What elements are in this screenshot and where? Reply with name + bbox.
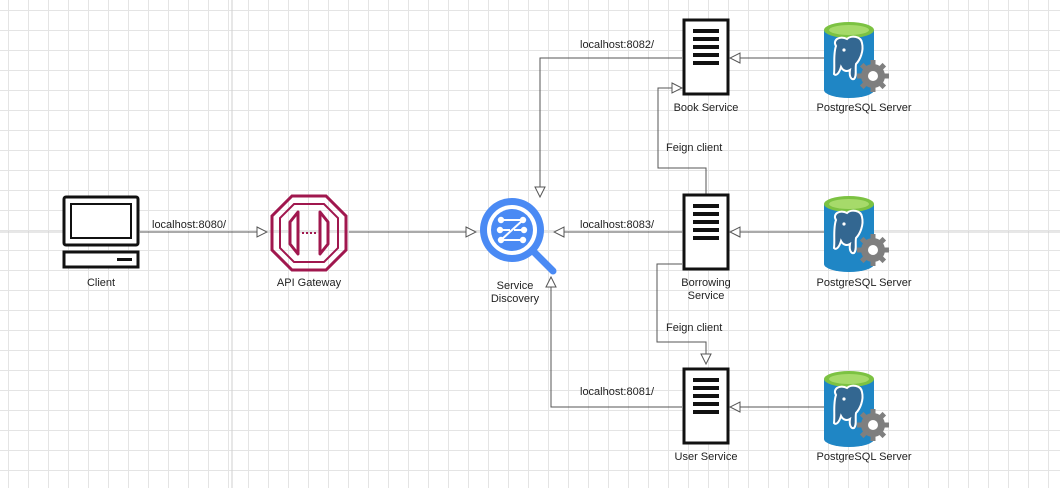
- postgresql-database-icon: [823, 21, 890, 99]
- postgres-borrowing-node[interactable]: PostgreSQL Server: [817, 195, 912, 289]
- server-rack-icon: [682, 367, 730, 445]
- user-service-node[interactable]: User Service: [675, 367, 738, 463]
- client-label: Client: [87, 277, 115, 289]
- edge-label-borrowing-discovery: localhost:8083/: [580, 219, 655, 231]
- service-discovery-node[interactable]: Service Discovery: [480, 198, 557, 305]
- computer-monitor-icon: [62, 195, 140, 269]
- edge-labels: localhost:8080/ localhost:8082/ localhos…: [152, 39, 722, 398]
- api-gateway-octagon-icon: [270, 194, 348, 272]
- postgresql-database-icon: [823, 195, 890, 273]
- postgres-borrowing-label: PostgreSQL Server: [817, 277, 912, 289]
- book-service-node[interactable]: Book Service: [674, 18, 739, 114]
- edge-borrowing-user: [656, 263, 706, 364]
- borrowing-service-node[interactable]: Borrowing Service: [681, 193, 731, 302]
- api-gateway-node[interactable]: API Gateway: [270, 194, 348, 289]
- postgres-book-label: PostgreSQL Server: [817, 102, 912, 114]
- book-service-label: Book Service: [674, 102, 739, 114]
- service-discovery-label-line1: Service: [497, 280, 534, 292]
- edge-user-discovery: [551, 277, 682, 408]
- edge-book-discovery: [540, 57, 682, 197]
- borrowing-service-label-line2: Service: [688, 290, 725, 302]
- service-discovery-label-line2: Discovery: [491, 293, 540, 305]
- borrowing-service-label-line1: Borrowing: [681, 277, 731, 289]
- client-node[interactable]: Client: [62, 195, 140, 289]
- edge-label-feign-user: Feign client: [666, 322, 722, 334]
- edge-label-client-gateway: localhost:8080/: [152, 219, 227, 231]
- server-rack-icon: [682, 193, 730, 271]
- edge-label-user-discovery: localhost:8081/: [580, 386, 655, 398]
- postgres-user-label: PostgreSQL Server: [817, 451, 912, 463]
- postgres-user-node[interactable]: PostgreSQL Server: [817, 370, 912, 463]
- server-rack-icon: [682, 18, 730, 96]
- user-service-label: User Service: [675, 451, 738, 463]
- edge-label-book-discovery: localhost:8082/: [580, 39, 655, 51]
- edge-borrowing-book: [657, 88, 707, 196]
- connectors: [140, 58, 824, 407]
- edge-label-feign-book: Feign client: [666, 142, 722, 154]
- postgresql-database-icon: [823, 370, 890, 448]
- postgres-book-node[interactable]: PostgreSQL Server: [817, 21, 912, 114]
- service-discovery-magnifier-icon: [480, 198, 557, 275]
- api-gateway-label: API Gateway: [277, 277, 342, 289]
